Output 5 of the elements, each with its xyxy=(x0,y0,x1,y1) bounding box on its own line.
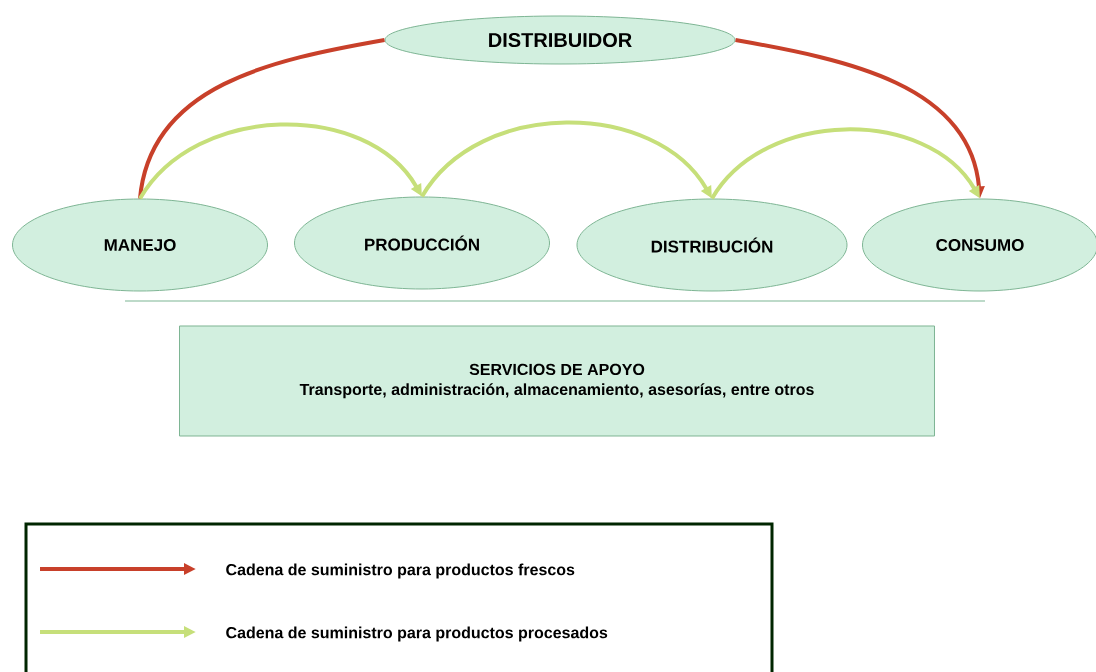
legend-text: Cadena de suministro para productos frescos xyxy=(226,563,575,579)
arrow xyxy=(138,122,422,200)
legend-text: Cadena de suministro para productos procesados xyxy=(226,626,608,642)
support-box: SERVICIOS DE APOYO Transporte, administración, almacenamiento, asesorías, entre otros xyxy=(179,325,935,437)
arrow xyxy=(710,127,980,200)
